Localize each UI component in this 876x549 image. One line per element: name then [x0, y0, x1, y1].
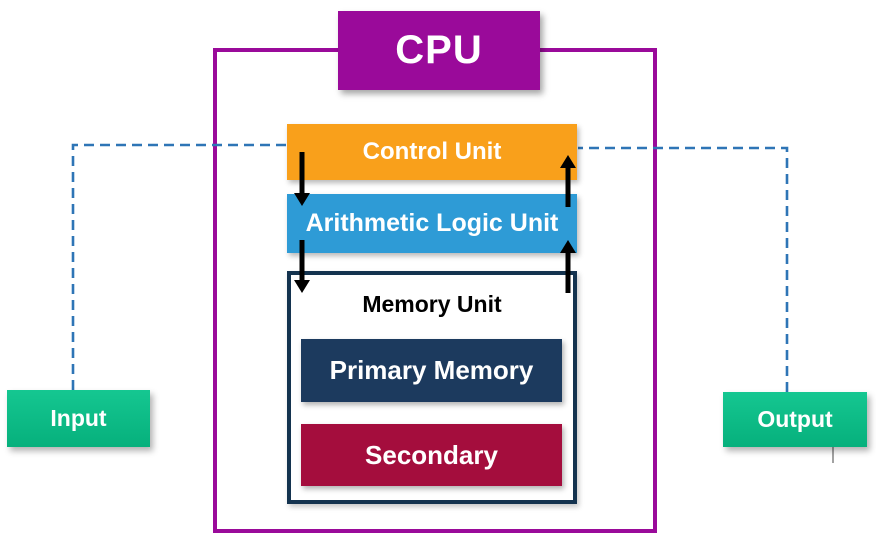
secondary-memory-label: Secondary	[365, 439, 498, 470]
alu-label: Arithmetic Logic Unit	[305, 209, 559, 237]
input-label: Input	[50, 405, 107, 431]
primary-memory-label: Primary Memory	[329, 355, 534, 385]
output-box: Output	[723, 392, 867, 447]
control-unit-box: Control Unit	[287, 124, 577, 180]
cpu-title-label: CPU	[395, 28, 483, 72]
alu-box: Arithmetic Logic Unit	[287, 194, 577, 253]
memory-unit-box: Memory Unit Primary Memory Secondary	[287, 271, 577, 504]
secondary-memory-box: Secondary	[301, 424, 562, 486]
cpu-title-box: CPU	[338, 11, 540, 90]
control-unit-label: Control Unit	[362, 138, 502, 165]
primary-memory-box: Primary Memory	[301, 339, 562, 402]
memory-unit-label: Memory Unit	[362, 291, 502, 317]
output-label: Output	[757, 406, 833, 432]
input-box: Input	[7, 390, 150, 447]
